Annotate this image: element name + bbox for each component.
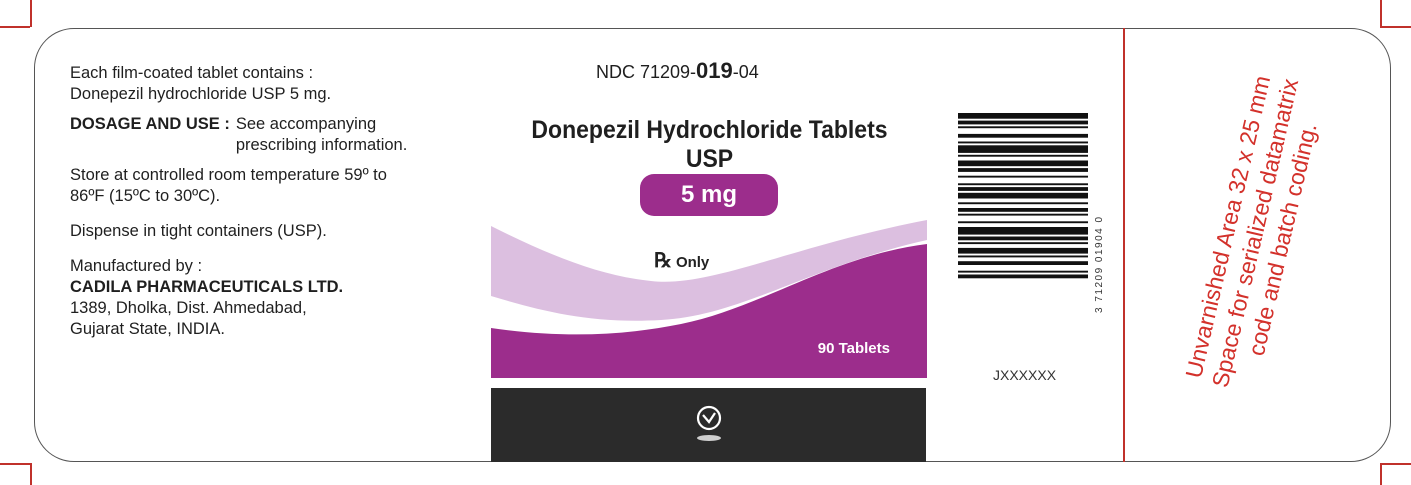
strength-badge: 5 mg — [640, 174, 778, 216]
left-info-panel: Each film-coated tablet contains : Donep… — [70, 63, 490, 340]
composition-line-1: Each film-coated tablet contains : — [70, 64, 314, 82]
storage-line-1: Store at controlled room temperature 59º… — [70, 166, 387, 184]
dosage-line-2: prescribing information. — [235, 136, 408, 154]
dosage-heading: DOSAGE AND USE : — [70, 115, 230, 133]
composition-line-2: Donepezil hydrochloride USP 5 mg. — [70, 85, 332, 103]
panel-divider — [1123, 28, 1125, 462]
address-line-1: 1389, Dholka, Dist. Ahmedabad, — [70, 299, 307, 317]
lot-code: JXXXXXX — [993, 367, 1057, 383]
cadila-logo-icon — [696, 405, 722, 441]
tablet-count: 90 Tablets — [817, 340, 890, 357]
storage-line-2: 86ºF (15ºC to 30ºC). — [70, 187, 221, 205]
crop-mark-bottom-left-v — [30, 463, 32, 485]
address-line-2: Gujarat State, INDIA. — [70, 320, 225, 338]
rx-icon: ℞ — [654, 248, 672, 272]
manufacturer-label: Manufactured by : — [70, 257, 203, 275]
ndc-number: NDC 71209-019-04 — [596, 58, 759, 84]
dosage-line-1: See accompanying — [235, 115, 377, 133]
barcode-digits: 3 71209 01904 0 — [1094, 215, 1105, 313]
dark-footer-band — [491, 388, 926, 462]
product-name: Donepezil Hydrochloride Tablets USP — [531, 116, 888, 173]
crop-mark-bottom-right-v — [1380, 463, 1382, 485]
dispense-text: Dispense in tight containers (USP). — [70, 222, 327, 240]
wave-graphic — [491, 220, 927, 378]
ndc-suffix: -04 — [732, 62, 759, 82]
crop-mark-bottom-right-h — [1380, 463, 1411, 465]
crop-mark-bottom-left-h — [0, 463, 30, 465]
dosage-section: DOSAGE AND USE : See accompanying prescr… — [70, 114, 490, 156]
manufacturer-name: CADILA PHARMACEUTICALS LTD. — [70, 278, 344, 296]
crop-mark-top-left-v — [30, 0, 32, 27]
crop-mark-top-right-h — [1380, 26, 1411, 28]
crop-mark-top-right-v — [1380, 0, 1382, 27]
crop-mark-top-left-h — [0, 26, 30, 28]
ndc-prefix: NDC 71209- — [596, 62, 697, 82]
ndc-product-code: 019 — [696, 58, 733, 83]
dosage-body: See accompanying prescribing information… — [236, 114, 446, 156]
rx-only: ℞Only — [654, 248, 709, 272]
rx-only-text: Only — [675, 254, 710, 271]
upc-barcode — [958, 113, 1088, 279]
